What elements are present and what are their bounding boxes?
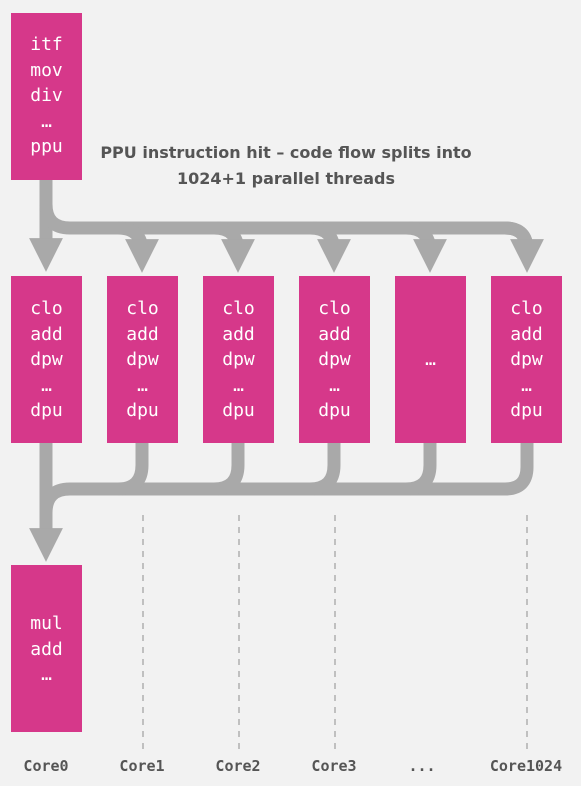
core-label-1: Core1	[119, 757, 165, 775]
merge-arrow-core1	[117, 443, 149, 496]
core-label-ellipsis: ...	[408, 757, 436, 775]
thread-instr: dpw	[318, 349, 351, 370]
split-arrow-core1	[117, 221, 159, 273]
merge-arrow-dots	[405, 443, 437, 496]
thread-instr: dpw	[510, 349, 543, 370]
thread-instr: dpu	[30, 400, 63, 421]
thread-instr: dpu	[222, 400, 255, 421]
diagram-headline: PPU instruction hit – code flow splits i…	[86, 140, 486, 192]
thread-block-core1024: clo add dpw … dpu	[491, 276, 562, 443]
thread-instr: dpu	[126, 400, 159, 421]
thread-instr: dpu	[318, 400, 351, 421]
thread-instr: …	[233, 374, 244, 396]
thread-instr: dpw	[222, 349, 255, 370]
thread-block-core1: clo add dpw … dpu	[107, 276, 178, 443]
split-arrow-core1024	[504, 221, 544, 273]
merge-instruction-block: mul add …	[11, 565, 82, 732]
merge-trunk	[39, 443, 534, 514]
thread-instr: add	[126, 323, 159, 345]
thread-block-core3: clo add dpw … dpu	[299, 276, 370, 443]
thread-instr: …	[137, 374, 148, 396]
thread-instr: …	[521, 374, 532, 396]
thread-instr: …	[425, 349, 436, 370]
thread-instr: add	[30, 323, 63, 345]
thread-instr: add	[510, 323, 543, 345]
thread-instr: …	[329, 374, 340, 396]
thread-instr: dpw	[126, 349, 159, 370]
ppu-instr-4: …	[41, 110, 52, 132]
thread-block-ellipsis: …	[395, 276, 466, 443]
ppu-instr-5: ppu	[30, 136, 63, 157]
merge-arrow-core2	[213, 443, 245, 496]
merge-instr: …	[41, 664, 52, 685]
core-label-3: Core3	[311, 757, 357, 775]
core-label-0: Core0	[23, 757, 69, 775]
ppu-instruction-block: itf mov div … ppu	[11, 13, 82, 180]
thread-block-core0: clo add dpw … dpu	[11, 276, 82, 443]
merge-instr: mul	[30, 613, 63, 634]
thread-instr: clo	[510, 298, 543, 319]
thread-instr: clo	[30, 298, 63, 319]
headline-line-2: 1024+1 parallel threads	[176, 169, 395, 188]
split-arrow-dots	[405, 221, 447, 273]
split-arrow-core3	[309, 221, 351, 273]
thread-block-core2: clo add dpw … dpu	[203, 276, 274, 443]
thread-instr: clo	[318, 298, 351, 319]
core-label-2: Core2	[215, 757, 261, 775]
thread-instr: …	[41, 374, 52, 396]
thread-instr: clo	[126, 298, 159, 319]
thread-instr: dpw	[30, 349, 63, 370]
merge-instr: add	[30, 638, 63, 660]
core-label-1024: Core1024	[489, 757, 563, 775]
split-arrow-core2	[213, 221, 255, 273]
headline-line-1: PPU instruction hit – code flow splits i…	[100, 143, 472, 162]
ppu-instr-2: mov	[30, 59, 63, 81]
thread-instr: add	[318, 323, 351, 345]
thread-instr: add	[222, 323, 255, 345]
merge-arrow-core3	[309, 443, 341, 496]
ppu-instr-1: itf	[30, 34, 63, 55]
ppu-instr-3: div	[30, 85, 63, 106]
thread-instr: dpu	[510, 400, 543, 421]
thread-instr: clo	[222, 298, 255, 319]
